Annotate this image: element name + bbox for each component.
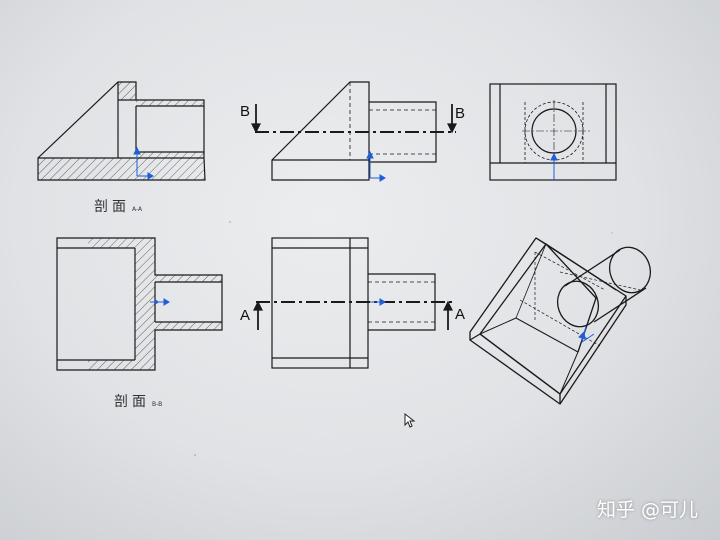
marker-b-left: B bbox=[240, 103, 251, 120]
front-view-bottom bbox=[253, 237, 453, 369]
isometric-view bbox=[469, 237, 652, 405]
scan-specks bbox=[194, 221, 613, 456]
mouse-cursor-icon bbox=[404, 413, 416, 428]
section-bb-view bbox=[56, 237, 223, 371]
axis-arrow-bb bbox=[150, 298, 170, 306]
marker-b-right: B bbox=[455, 105, 466, 122]
section-aa-view bbox=[37, 81, 206, 181]
side-view bbox=[489, 83, 617, 181]
axis-arrow-front-bottom bbox=[370, 298, 386, 306]
caption-section-aa-main: 剖面 bbox=[94, 199, 130, 215]
axis-arrow-side bbox=[550, 152, 558, 180]
marker-a-left: A bbox=[240, 307, 251, 324]
watermark-text: 知乎 @可儿 bbox=[596, 499, 698, 521]
axis-arrow-iso bbox=[578, 325, 595, 343]
axis-arrow-front-top bbox=[366, 150, 386, 182]
front-view-top bbox=[251, 81, 457, 181]
caption-section-bb-sub: B-B bbox=[152, 401, 163, 408]
caption-section-bb-main: 剖面 bbox=[114, 394, 150, 410]
axis-arrow-aa bbox=[133, 146, 154, 180]
caption-section-aa-sub: A-A bbox=[132, 206, 143, 213]
marker-a-right: A bbox=[455, 306, 466, 323]
